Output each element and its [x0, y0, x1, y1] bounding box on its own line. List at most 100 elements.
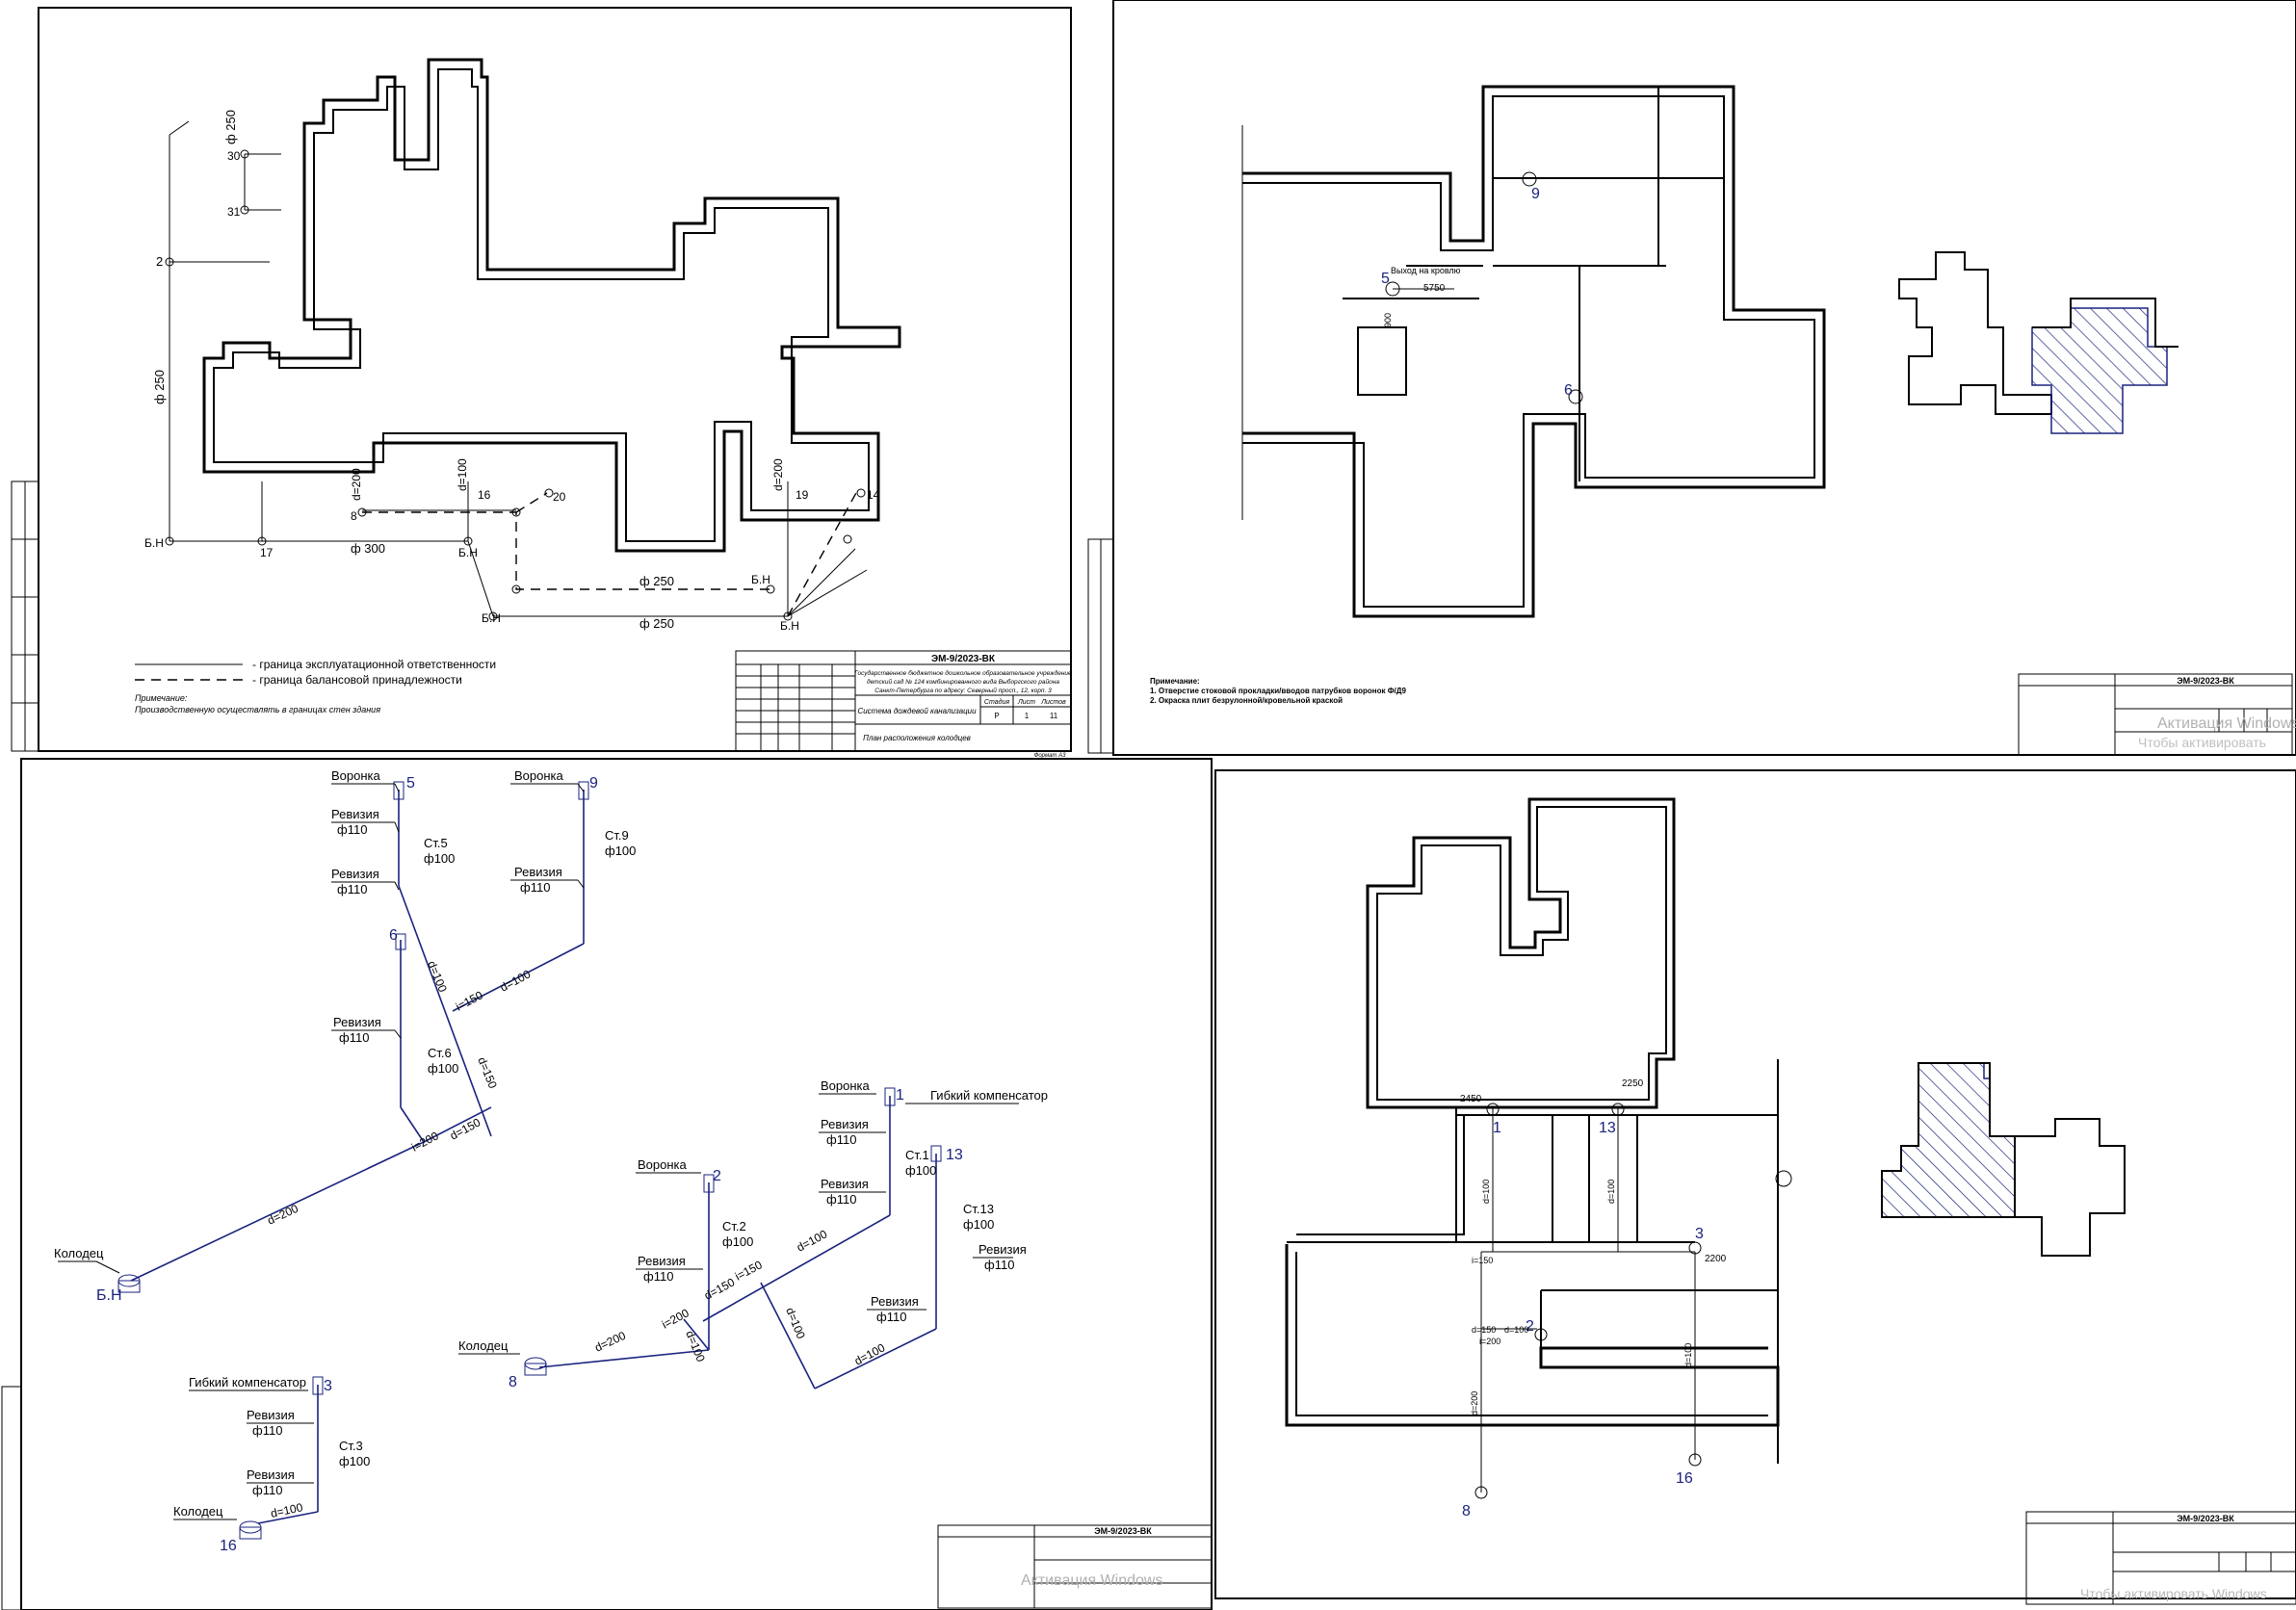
d100-e: d=100 [852, 1340, 888, 1367]
dim-900: 900 [1383, 313, 1393, 327]
d200-a: d=200 [265, 1202, 300, 1228]
revision-label-5b: Ревизия [331, 867, 379, 881]
label-d100: d=100 [456, 458, 469, 491]
watermark-1: Активация Windows [2157, 715, 2296, 732]
revision-label-3a: Ревизия [247, 1408, 295, 1422]
revision-label-1b: Ревизия [821, 1177, 869, 1191]
revision-label-13b: Ревизия [871, 1294, 919, 1309]
sheet-1-site-plan: ф 250 30 31 2 ф 250 Б.Н 17 ф 300 Б.Н 8 d… [11, 7, 1072, 759]
revision-label-9: Ревизия [514, 865, 562, 879]
sheet-4-pipe-plan: 1 13 3 2 8 16 2450 2250 2200 d=100 d=100… [1214, 769, 2296, 1605]
sheet-1-system-title: Система дождевой канализации [857, 707, 977, 715]
phi100-6: ф100 [428, 1061, 458, 1076]
sheet-2-notes-title: Примечание: [1150, 677, 1200, 686]
sheet-2-title-block: ЭМ-9/2023-ВК Активация Windows Чтобы акт… [2018, 673, 2296, 756]
label-d200b: d=200 [771, 458, 785, 491]
phi100-3: ф100 [339, 1454, 370, 1468]
label-phi300: ф 300 [351, 541, 385, 556]
drain-funnel-5 [393, 781, 404, 800]
phi110-1b: ф110 [826, 1192, 856, 1207]
sheet-3-watermark: Активация Windows [1021, 1572, 1162, 1589]
sheet-4-frame [1214, 769, 2296, 1599]
stack-num-6: 6 [389, 927, 398, 944]
well-label-8: Колодец [458, 1338, 509, 1353]
sheet-2-roof-plan: 5 9 6 Выход на кровлю 5750 900 Примечани… [1087, 0, 2296, 756]
d100-d: d=100 [783, 1306, 808, 1341]
d150-a: d=150 [475, 1055, 500, 1091]
label-phi250d: ф 250 [639, 616, 674, 631]
stack-num-5: 5 [406, 775, 415, 792]
well-num-16: 16 [220, 1538, 237, 1554]
label-bn4: Б.Н [751, 573, 770, 586]
d200-b: d=200 [592, 1329, 628, 1355]
plan-num-16: 16 [1676, 1470, 1693, 1487]
floor-outline [1366, 797, 1676, 1109]
label-bn3: Б.Н [482, 611, 501, 625]
label-19: 19 [796, 488, 809, 502]
label-2: 2 [156, 254, 163, 269]
plan-num-3: 3 [1695, 1226, 1704, 1242]
sheets-value: 11 [1050, 712, 1058, 720]
stack-label-2: Ст.2 [722, 1219, 746, 1233]
label-d200: d=200 [350, 468, 363, 501]
phi110-5a: ф110 [337, 822, 367, 837]
d100-c: d=100 [795, 1227, 830, 1254]
drain-funnel-1 [884, 1087, 896, 1106]
stage-header: Стадия [984, 698, 1009, 706]
phi110-13: ф110 [984, 1258, 1014, 1272]
funnel-label-5: Воронка [331, 768, 381, 783]
stack-num-3: 3 [324, 1378, 332, 1394]
i150-b: i=150 [733, 1258, 765, 1283]
dim-5750: 5750 [1423, 283, 1446, 294]
sheet-3-side-stamp [1, 1386, 22, 1610]
revision-label-3b: Ревизия [247, 1467, 295, 1482]
phi100-1: ф100 [905, 1163, 936, 1178]
legend-solid-label: - граница эксплуатационной ответственнос… [252, 658, 496, 671]
desc-line-2: детский сад № 124 комбинированного вида … [867, 678, 1059, 686]
sheet-1-frame [38, 7, 1072, 752]
label-phi250c: ф 250 [639, 574, 674, 588]
well-bn-label: Б.Н [96, 1287, 122, 1304]
plan-num-13: 13 [1599, 1120, 1616, 1136]
phi110-6: ф110 [339, 1030, 369, 1045]
well-label-16: Колодец [173, 1504, 223, 1519]
stack-num-9: 9 [589, 775, 598, 792]
d100-a: d=100 [425, 959, 450, 995]
label-20: 20 [553, 490, 566, 504]
label-phi250a: ф 250 [223, 110, 238, 144]
drain-funnel-9 [578, 781, 589, 800]
phi110-1a: ф110 [826, 1132, 856, 1147]
label-9: 9 [1531, 186, 1540, 202]
phi110-3b: ф110 [252, 1483, 282, 1497]
sheet-1-code: ЭМ-9/2023-ВК [931, 654, 996, 664]
phi100-5: ф100 [424, 851, 455, 866]
stack-label-13: Ст.13 [963, 1202, 994, 1216]
flex-comp-label-1: Гибкий компенсатор [930, 1088, 1048, 1103]
sheet-2-note-2: 2. Окраска плит безрулонной/кровельной к… [1150, 696, 1343, 705]
dim-2250: 2250 [1622, 1078, 1644, 1089]
format-label: Формат А3 [1034, 753, 1066, 759]
sheet-2-frame [1112, 0, 2296, 756]
label-phi250b: ф 250 [152, 370, 167, 404]
d100-g: d=100 [270, 1500, 304, 1520]
phi110-5b: ф110 [337, 882, 367, 896]
sheet-1-title-block: ЭМ-9/2023-ВК Государственное бюджетное д… [735, 650, 1072, 759]
sheet-2-code: ЭМ-9/2023-ВК [2177, 676, 2234, 686]
plan-d100-d: d=100 [1504, 1325, 1528, 1335]
phi100-2: ф100 [722, 1234, 753, 1249]
drain-funnel-6 [395, 933, 406, 950]
roof-outline [1242, 85, 1826, 618]
plan-num-8: 8 [1462, 1503, 1471, 1519]
plan-i150: i=150 [1472, 1256, 1493, 1265]
sheet-4-code: ЭМ-9/2023-ВК [2177, 1514, 2234, 1523]
phi110-13b: ф110 [876, 1310, 906, 1324]
sheet-3-frame [20, 758, 1213, 1610]
stage-value: Р [994, 712, 999, 720]
key-plan-1 [1898, 251, 2179, 434]
well-num-8: 8 [509, 1374, 517, 1390]
label-bn1: Б.Н [144, 536, 164, 550]
revision-label-6: Ревизия [333, 1015, 381, 1029]
i200-b: i=200 [660, 1306, 691, 1331]
label-16: 16 [478, 488, 491, 502]
phi110-2: ф110 [643, 1269, 673, 1284]
